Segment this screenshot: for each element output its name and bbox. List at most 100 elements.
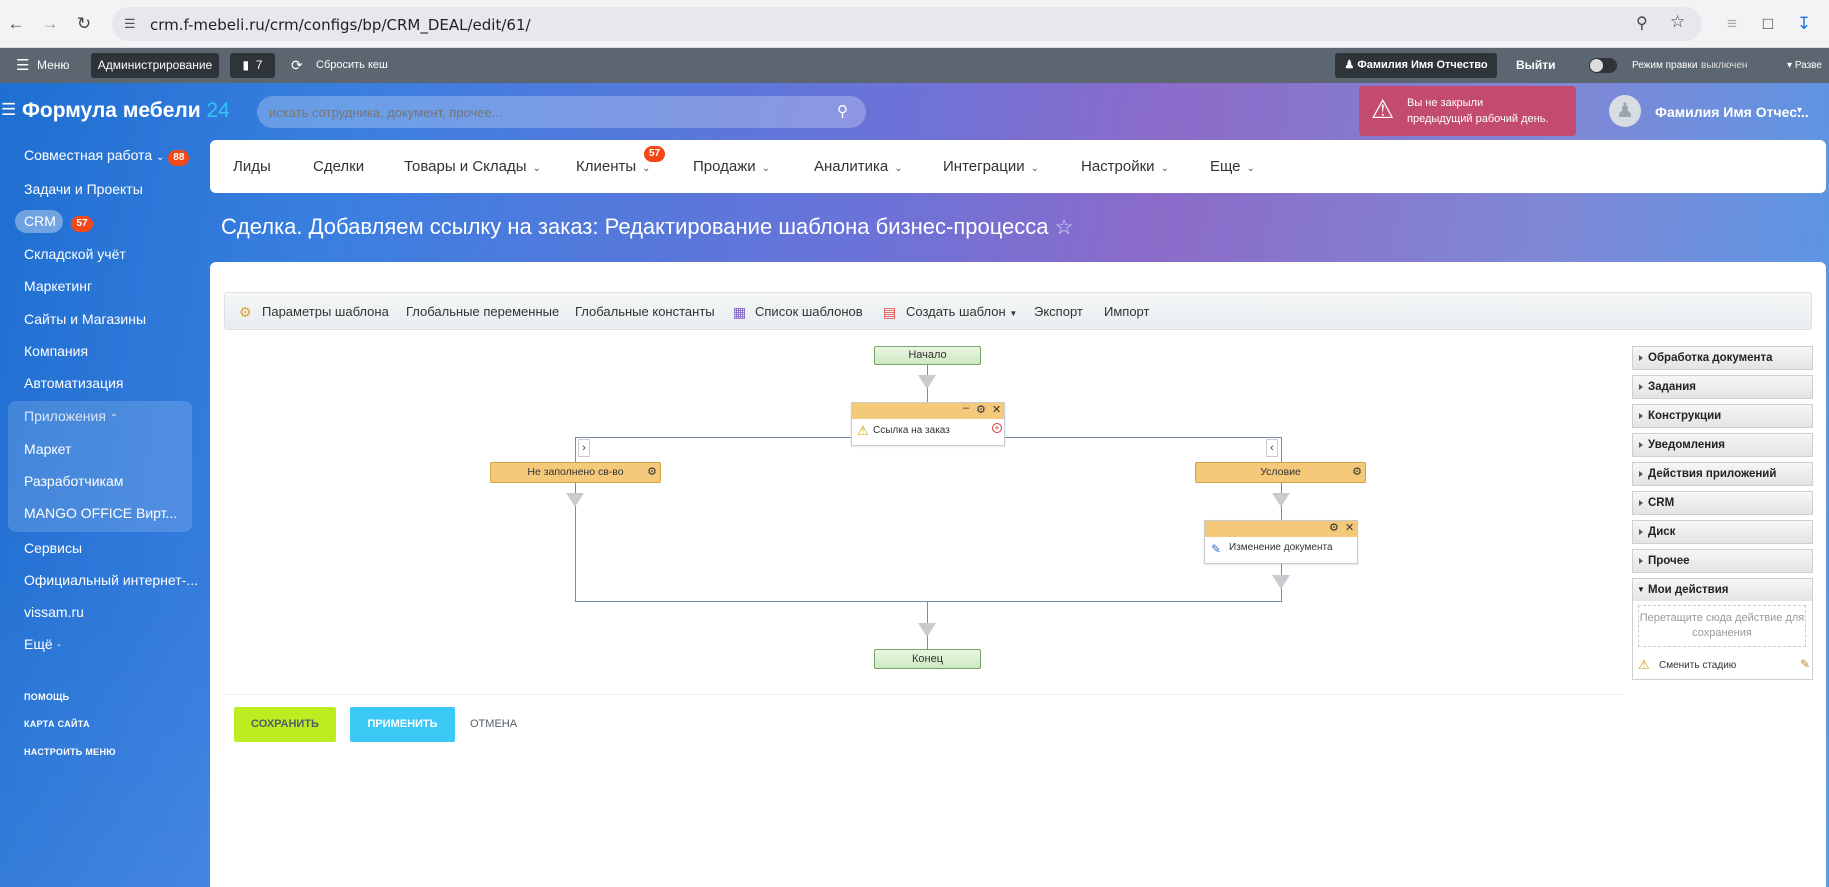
refresh-cache-icon[interactable]: ⟳ [291, 57, 303, 73]
tab-analytics[interactable]: Аналитика⌄ [814, 140, 903, 195]
zoom-icon[interactable]: ⚲ [1636, 15, 1648, 32]
sidebar-item-warehouse[interactable]: Складской учёт [24, 246, 126, 262]
help-link[interactable]: ПОМОЩЬ [24, 692, 70, 702]
gear-icon[interactable]: ⚙ [1352, 466, 1362, 478]
tab-clients[interactable]: Клиенты⌄ [576, 140, 651, 195]
add-icon[interactable]: + [992, 423, 1002, 433]
activity-change-document[interactable]: ⚙ ✕ ✎ Изменение документа [1204, 520, 1358, 564]
admin-button[interactable]: Администрирование [91, 53, 219, 78]
drop-hint[interactable]: Перетащите сюда действие для сохранения [1638, 605, 1806, 647]
header-user-name[interactable]: Фамилия Имя Отчес... [1655, 104, 1809, 120]
drop-target-icon[interactable] [1272, 575, 1290, 589]
address-bar[interactable]: ☰ crm.f-mebeli.ru/crm/configs/bp/CRM_DEA… [112, 7, 1702, 41]
close-icon[interactable]: ✕ [1345, 522, 1355, 534]
layers-icon[interactable]: ≡ [1727, 14, 1737, 33]
reset-cache-link[interactable]: Сбросить кеш [316, 59, 388, 71]
import-link[interactable]: Импорт [1104, 304, 1150, 319]
logo[interactable]: Формула мебели 24 [22, 99, 230, 123]
my-actions-header[interactable]: ▼ Мои действия [1633, 579, 1812, 601]
group-notifications[interactable]: Уведомления [1632, 433, 1813, 457]
sitemap-link[interactable]: КАРТА САЙТА [24, 719, 90, 729]
sidebar-item-services[interactable]: Сервисы [24, 540, 83, 556]
gear-icon[interactable]: ⚙ [647, 466, 657, 478]
tab-integrations[interactable]: Интеграции⌄ [943, 140, 1039, 195]
back-icon[interactable]: ← [7, 14, 25, 33]
extensions-icon[interactable]: □ [1762, 14, 1774, 33]
group-disk[interactable]: Диск [1632, 520, 1813, 544]
workflow-start[interactable]: Начало [874, 346, 981, 365]
sidebar-item-vissam[interactable]: vissam.ru [24, 604, 84, 620]
group-app-actions[interactable]: Действия приложений [1632, 462, 1813, 486]
search-icon[interactable]: ⚲ [837, 103, 848, 120]
group-tasks[interactable]: Задания [1632, 375, 1813, 399]
group-crm[interactable]: CRM [1632, 491, 1813, 515]
branch-condition-right[interactable]: Условие ⚙ [1195, 462, 1366, 483]
user-menu-chevron-icon[interactable]: ▾ [1797, 105, 1803, 116]
branch-condition-left[interactable]: Не заполнено св-во ⚙ [490, 462, 661, 483]
activity-order-link[interactable]: – ⚙ ✕ ⚠ Ссылка на заказ + [851, 402, 1005, 446]
gear-icon[interactable]: ⚙ [976, 404, 986, 416]
admin-user-button[interactable]: ♟ Фамилия Имя Отчество [1335, 53, 1497, 78]
favorite-star-icon[interactable]: ☆ [1054, 216, 1074, 239]
reload-icon[interactable]: ↻ [76, 14, 92, 33]
avatar[interactable]: ♟ [1609, 95, 1641, 127]
logout-link[interactable]: Выйти [1516, 58, 1556, 72]
sidebar-item-apps[interactable]: Приложения ⌃ [24, 408, 118, 424]
save-button[interactable]: СОХРАНИТЬ [234, 707, 336, 742]
sidebar-item-collab[interactable]: Совместная работа ⌄ 88 [24, 147, 190, 166]
minimize-icon[interactable]: – [963, 402, 970, 414]
configure-menu-link[interactable]: НАСТРОИТЬ МЕНЮ [24, 747, 116, 757]
group-constructions[interactable]: Конструкции [1632, 404, 1813, 428]
bookmark-star-icon[interactable]: ☆ [1670, 12, 1686, 31]
workflow-end[interactable]: Конец [874, 649, 981, 669]
tab-leads[interactable]: Лиды [233, 158, 271, 175]
templates-list-link[interactable]: Список шаблонов [755, 304, 863, 319]
cancel-button[interactable]: ОТМЕНА [470, 718, 518, 730]
edit-mode-toggle[interactable] [1589, 58, 1617, 73]
expand-link[interactable]: ▾ Разве [1787, 60, 1822, 71]
drop-target-icon[interactable] [566, 493, 584, 507]
create-template-link[interactable]: Создать шаблон ▼ [906, 293, 1017, 333]
tab-products[interactable]: Товары и Склады⌄ [404, 140, 541, 195]
sidebar-item-marketing[interactable]: Маркетинг [24, 278, 93, 294]
saved-action-label[interactable]: Сменить стадию [1659, 660, 1737, 671]
forward-icon[interactable]: → [41, 14, 59, 33]
group-document-processing[interactable]: Обработка документа [1632, 346, 1813, 370]
sidebar-item-sites[interactable]: Сайты и Магазины [24, 311, 147, 327]
sidebar-item-more[interactable]: Ещё · [24, 636, 62, 652]
hamburger-icon[interactable]: ☰ [16, 57, 30, 74]
collapse-left-icon[interactable]: ‹ [1266, 439, 1278, 457]
notifications-button[interactable]: ▮ 7 [230, 53, 275, 78]
sidebar-item-tasks[interactable]: Задачи и Проекты [24, 181, 143, 197]
tab-more[interactable]: Еще⌄ [1210, 140, 1255, 195]
drop-target-icon[interactable] [918, 623, 936, 637]
sidebar-item-market[interactable]: Маркет [24, 441, 72, 457]
workday-notice[interactable]: ⚠ Вы не закрыли предыдущий рабочий день. [1359, 86, 1576, 136]
template-params-link[interactable]: Параметры шаблона [262, 304, 389, 319]
sidebar-item-automation[interactable]: Автоматизация [24, 375, 124, 391]
global-consts-link[interactable]: Глобальные константы [575, 304, 715, 319]
collapse-right-icon[interactable]: › [578, 439, 590, 457]
workflow-canvas[interactable] [224, 339, 1632, 695]
pencil-icon[interactable]: ✎ [1800, 657, 1811, 671]
export-link[interactable]: Экспорт [1034, 304, 1083, 319]
search-bar[interactable]: ⚲ [257, 96, 866, 128]
site-info-icon[interactable]: ☰ [124, 16, 136, 31]
sidebar-item-crm[interactable]: CRM 57 [24, 213, 93, 232]
group-other[interactable]: Прочее [1632, 549, 1813, 573]
tab-settings[interactable]: Настройки⌄ [1081, 140, 1169, 195]
global-vars-link[interactable]: Глобальные переменные [406, 304, 560, 319]
tab-sales[interactable]: Продажи⌄ [693, 140, 770, 195]
search-input[interactable] [269, 100, 819, 124]
download-icon[interactable]: ↧ [1796, 14, 1812, 33]
tab-deals[interactable]: Сделки [313, 158, 365, 175]
sidebar-item-developers[interactable]: Разработчикам [24, 473, 124, 489]
sidebar-toggle-icon[interactable]: ☰ [1, 100, 17, 119]
drop-target-icon[interactable] [918, 375, 936, 389]
gear-icon[interactable]: ⚙ [1329, 522, 1339, 534]
sidebar-item-official-store[interactable]: Официальный интернет-... [24, 572, 198, 588]
close-icon[interactable]: ✕ [992, 404, 1002, 416]
sidebar-item-company[interactable]: Компания [24, 343, 89, 359]
menu-link[interactable]: Меню [37, 58, 70, 72]
sidebar-item-mango[interactable]: MANGO OFFICE Вирт... [24, 505, 178, 521]
